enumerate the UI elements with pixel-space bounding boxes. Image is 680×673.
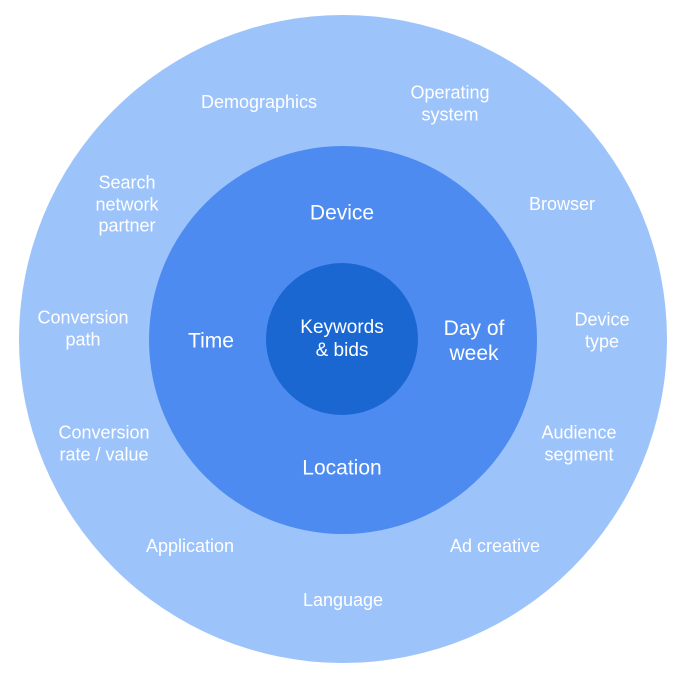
label-ad-creative: Ad creative bbox=[449, 536, 541, 557]
label-conversion-rate-value: Conversion rate / value bbox=[58, 422, 150, 464]
label-operating-system: Operating system bbox=[410, 82, 490, 124]
label-language: Language bbox=[302, 590, 384, 611]
label-location: Location bbox=[302, 456, 382, 480]
label-browser: Browser bbox=[528, 194, 596, 215]
label-conversion-path: Conversion path bbox=[37, 307, 129, 349]
label-time: Time bbox=[188, 329, 234, 353]
label-audience-segment: Audience segment bbox=[541, 422, 617, 464]
label-keywords-bids: Keywords & bids bbox=[300, 317, 384, 361]
label-device-type: Device type bbox=[574, 309, 630, 351]
label-application: Application bbox=[145, 536, 235, 557]
label-day-of-week: Day of week bbox=[443, 316, 505, 365]
label-search-network-partner: Search network partner bbox=[95, 172, 159, 236]
label-device: Device bbox=[309, 201, 375, 225]
center-circle bbox=[266, 263, 418, 415]
label-demographics: Demographics bbox=[200, 92, 318, 113]
